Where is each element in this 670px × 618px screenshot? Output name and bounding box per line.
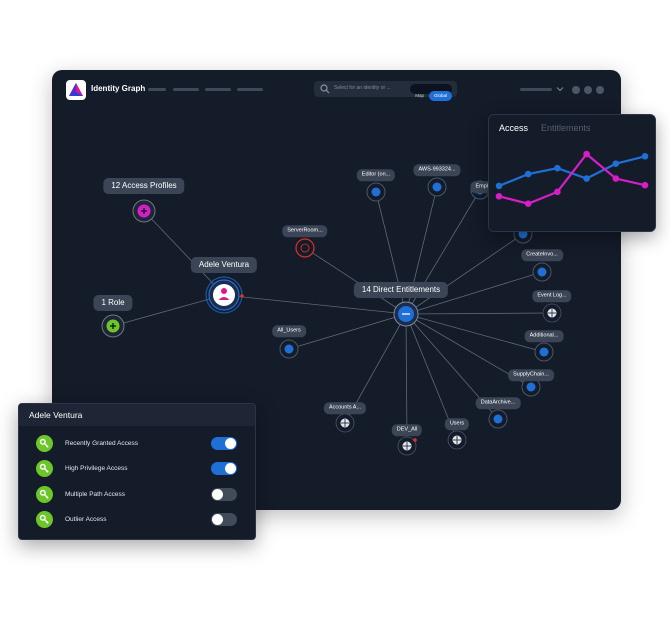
tab-access[interactable]: Access bbox=[499, 123, 529, 133]
entitlement-label[interactable]: DataArchive... bbox=[475, 397, 521, 409]
toggle-switch[interactable] bbox=[211, 513, 237, 526]
data-point[interactable] bbox=[524, 170, 532, 178]
toggle-switch[interactable] bbox=[211, 462, 237, 475]
series-line-0 bbox=[498, 155, 646, 187]
entitlements-hub-label[interactable]: 14 Direct Entitlements bbox=[353, 282, 449, 298]
key-icon bbox=[36, 486, 53, 503]
data-point[interactable] bbox=[612, 175, 620, 182]
entitlement-label[interactable]: Event Log... bbox=[532, 290, 572, 302]
mode-global-option[interactable]: Global bbox=[428, 91, 452, 101]
data-point[interactable] bbox=[524, 200, 532, 207]
series-line-1 bbox=[498, 152, 646, 205]
search-bar[interactable]: Select for an identity or ... Map Global bbox=[314, 81, 457, 101]
search-icon bbox=[320, 84, 330, 94]
data-point[interactable] bbox=[612, 160, 620, 168]
toggle-knob bbox=[212, 489, 223, 500]
toggle-switch[interactable] bbox=[211, 488, 237, 501]
tab-entitlements[interactable]: Entitlements bbox=[541, 123, 591, 133]
user-node-label[interactable]: Adele Ventura bbox=[190, 257, 258, 273]
entitlement-label[interactable]: Additional... bbox=[524, 330, 564, 342]
search-input[interactable]: Select for an identity or ... bbox=[334, 85, 391, 91]
data-point[interactable] bbox=[495, 182, 503, 190]
toggle-switch[interactable] bbox=[211, 437, 237, 450]
filter-row-recently-granted: Recently Granted Access bbox=[19, 435, 255, 453]
mode-map-option[interactable]: Map bbox=[415, 93, 424, 98]
key-icon bbox=[36, 435, 53, 452]
data-point[interactable] bbox=[583, 150, 590, 158]
access-filter-panel: Adele Ventura Recently Granted Access Hi… bbox=[18, 403, 256, 540]
nav-link-2[interactable] bbox=[173, 88, 199, 91]
data-point[interactable] bbox=[554, 188, 561, 196]
profile-dot-icon[interactable] bbox=[596, 86, 604, 94]
filter-label: Recently Granted Access bbox=[65, 440, 138, 447]
key-icon bbox=[36, 511, 53, 528]
account-menu[interactable] bbox=[520, 88, 552, 91]
entitlement-label[interactable]: Users bbox=[444, 418, 470, 430]
access-chart-panel: Access Entitlements bbox=[488, 114, 656, 232]
entitlement-label[interactable]: ServerRoom... bbox=[282, 225, 328, 237]
key-icon bbox=[36, 460, 53, 477]
chevron-down-icon[interactable] bbox=[556, 85, 564, 93]
filter-row-high-privilege: High Privilege Access bbox=[19, 460, 255, 478]
toggle-knob bbox=[225, 463, 236, 474]
entitlement-label[interactable]: Editor (on... bbox=[356, 169, 396, 181]
notification-dot-icon[interactable] bbox=[572, 86, 580, 94]
view-mode-toggle[interactable]: Map Global bbox=[410, 84, 452, 101]
nav-link-3[interactable] bbox=[205, 88, 231, 91]
app-title: Identity Graph bbox=[91, 84, 146, 93]
toggle-knob bbox=[225, 438, 236, 449]
entitlement-label[interactable]: CreateInvo... bbox=[521, 249, 563, 261]
data-point[interactable] bbox=[495, 192, 503, 200]
data-point[interactable] bbox=[583, 175, 590, 182]
nav-link-1[interactable] bbox=[148, 88, 166, 91]
entitlement-label[interactable]: DEV_All bbox=[391, 424, 423, 436]
filter-label: Outlier Access bbox=[65, 516, 107, 523]
data-point[interactable] bbox=[641, 181, 649, 189]
access-profiles-label[interactable]: 12 Access Profiles bbox=[103, 178, 185, 194]
entitlement-label[interactable]: All_Users bbox=[272, 325, 306, 337]
data-point[interactable] bbox=[554, 164, 561, 172]
entitlement-label[interactable]: SupplyChain... bbox=[508, 369, 554, 381]
entitlement-label[interactable]: AWS-993324... bbox=[413, 164, 461, 176]
access-line-chart bbox=[495, 150, 649, 207]
roles-label[interactable]: 1 Role bbox=[93, 295, 133, 311]
filter-label: High Privilege Access bbox=[65, 465, 128, 472]
logo-icon bbox=[69, 83, 83, 96]
entitlement-label[interactable]: Empl... bbox=[470, 181, 498, 193]
filter-row-multiple-path: Multiple Path Access bbox=[19, 486, 255, 504]
app-logo[interactable] bbox=[66, 80, 86, 100]
panel-title: Adele Ventura bbox=[19, 404, 255, 426]
data-point[interactable] bbox=[641, 153, 649, 160]
filter-row-outlier: Outlier Access bbox=[19, 511, 255, 529]
toggle-knob bbox=[212, 514, 223, 525]
entitlement-label[interactable]: Accounts A... bbox=[323, 402, 367, 414]
settings-dot-icon[interactable] bbox=[584, 86, 592, 94]
nav-link-4[interactable] bbox=[237, 88, 263, 91]
filter-label: Multiple Path Access bbox=[65, 491, 125, 498]
